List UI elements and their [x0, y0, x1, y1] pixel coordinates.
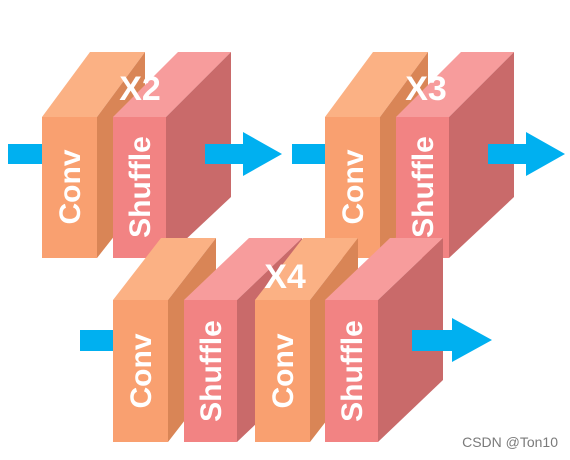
- input-arrow-x3: [292, 144, 325, 164]
- output-arrow-x3: [488, 132, 565, 176]
- block-label-shuffle-x3: Shuffle: [407, 136, 440, 238]
- block-label-conv-x2: Conv: [54, 149, 87, 224]
- watermark: CSDN @Ton10: [462, 434, 558, 450]
- output-arrow-x2: [205, 132, 282, 176]
- group-label-x4: X4: [264, 258, 306, 296]
- block-label-shuffle-2-x4: Shuffle: [336, 320, 369, 422]
- block-shuffle-x2: Shuffle: [113, 52, 231, 258]
- block-label-conv-x3: Conv: [337, 149, 370, 224]
- group-label-x2: X2: [119, 70, 161, 108]
- block-label-shuffle-1-x4: Shuffle: [195, 320, 228, 422]
- group-label-x3: X3: [405, 70, 447, 108]
- group-x2: Conv Shuffle X2: [8, 52, 282, 258]
- group-x4: Conv Shuffle Conv Shuffle X4: [80, 238, 492, 442]
- input-arrow-x4: [80, 330, 113, 351]
- block-label-conv-1-x4: Conv: [125, 333, 158, 408]
- input-arrow-x2: [8, 144, 42, 164]
- block-shuffle-2-x4: Shuffle: [325, 238, 443, 442]
- block-label-conv-2-x4: Conv: [267, 333, 300, 408]
- output-arrow-x4: [412, 318, 492, 362]
- block-label-shuffle-x2: Shuffle: [124, 136, 157, 238]
- group-x3: Conv Shuffle X3: [292, 52, 565, 258]
- block-shuffle-x3: Shuffle: [396, 52, 514, 258]
